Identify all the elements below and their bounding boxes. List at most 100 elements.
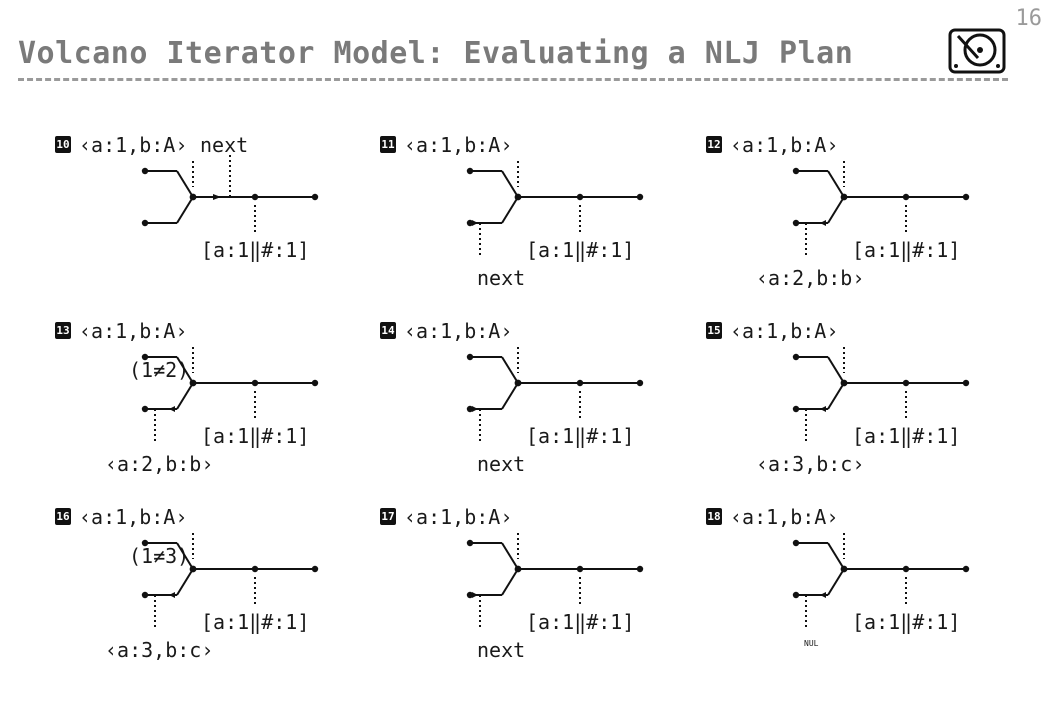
nlj-operator-tree [141, 533, 319, 629]
slide-title: Volcano Iterator Model: Evaluating a NLJ… [18, 36, 854, 71]
outer-scan-node [141, 539, 149, 547]
output-node [576, 379, 584, 387]
outer-input-edge [501, 542, 519, 570]
nlj-operator-tree [466, 161, 644, 257]
outer-scan-node [466, 353, 474, 361]
inner-scan-node [466, 405, 474, 413]
call-arrow [169, 406, 175, 412]
output-node [902, 379, 910, 387]
nlj-operator-tree [792, 533, 970, 629]
outer-scan-node [792, 539, 800, 547]
outer-scan-node [792, 167, 800, 175]
outer-input-edge [827, 170, 845, 198]
call-arrow [472, 220, 478, 226]
outer-scan-node [466, 539, 474, 547]
outer-input-edge [176, 356, 194, 384]
output-node [962, 193, 970, 201]
output-node [636, 565, 644, 573]
call-arrow [169, 592, 175, 598]
hard-disk-icon [948, 28, 1006, 74]
emitted-tuple-label: [a:1‖#:1] [201, 424, 310, 448]
output-node [576, 565, 584, 573]
inner-scan-node [141, 219, 149, 227]
inner-tuple-label: ‹a:2,b:b› [756, 266, 865, 290]
step-number-badge: 11 [380, 136, 396, 153]
outer-input-edge [827, 356, 845, 384]
outer-input-edge [501, 170, 519, 198]
next-call-label: next [200, 133, 249, 157]
inner-input-edge [176, 568, 194, 596]
output-node [251, 379, 259, 387]
nlj-operator-tree [792, 347, 970, 443]
top-tuple-label: ‹a:1,b:A› [79, 133, 188, 157]
output-node [636, 193, 644, 201]
inner-tuple-label: ‹a:3,b:c› [105, 638, 214, 662]
top-tuple-label: ‹a:1,b:A› [79, 505, 188, 529]
output-node [251, 193, 259, 201]
output-node [962, 565, 970, 573]
inner-scan-node [792, 591, 800, 599]
inner-input-edge [501, 196, 519, 224]
outer-input-edge [176, 170, 194, 198]
outer-input-edge [176, 542, 194, 570]
top-tuple-label: ‹a:1,b:A› [730, 319, 839, 343]
inner-input-edge [501, 382, 519, 410]
nlj-operator-tree [466, 533, 644, 629]
outer-input-edge [501, 356, 519, 384]
emitted-tuple-label: [a:1‖#:1] [852, 238, 961, 262]
emitted-tuple-label: [a:1‖#:1] [526, 424, 635, 448]
outer-scan-node [466, 167, 474, 175]
nlj-operator-tree [141, 347, 319, 443]
inner-scan-node [466, 591, 474, 599]
top-tuple-label: ‹a:1,b:A› [404, 505, 513, 529]
join-condition-label: (1≠2) [129, 358, 190, 382]
emitted-tuple-label: [a:1‖#:1] [201, 238, 310, 262]
step-number-badge: 16 [55, 508, 71, 525]
emitted-tuple-label: [a:1‖#:1] [526, 610, 635, 634]
top-tuple-label: ‹a:1,b:A› [730, 133, 839, 157]
inner-scan-node [792, 219, 800, 227]
outer-input-edge [827, 542, 845, 570]
call-arrow [820, 592, 826, 598]
call-arrow [820, 220, 826, 226]
title-divider [18, 78, 1008, 81]
output-node [311, 193, 319, 201]
inner-tuple-label: ‹a:3,b:c› [756, 452, 865, 476]
step-number-badge: 12 [706, 136, 722, 153]
nlj-operator-tree [141, 155, 319, 233]
next-call-label: next [477, 266, 526, 290]
inner-scan-node [141, 591, 149, 599]
inner-tuple-label: ‹a:2,b:b› [105, 452, 214, 476]
inner-input-edge [827, 568, 845, 596]
next-call-label: next [477, 638, 526, 662]
step-number-badge: 17 [380, 508, 396, 525]
emitted-tuple-label: [a:1‖#:1] [852, 610, 961, 634]
output-node [962, 379, 970, 387]
inner-input-edge [827, 382, 845, 410]
inner-scan-node [792, 405, 800, 413]
call-arrow [820, 406, 826, 412]
inner-input-edge [176, 382, 194, 410]
top-tuple-label: ‹a:1,b:A› [79, 319, 188, 343]
output-node [576, 193, 584, 201]
page-number: 16 [1015, 6, 1043, 31]
emitted-tuple-label: [a:1‖#:1] [852, 424, 961, 448]
step-number-badge: 14 [380, 322, 396, 339]
outer-scan-node [141, 353, 149, 361]
output-node [251, 565, 259, 573]
emitted-tuple-label: [a:1‖#:1] [201, 610, 310, 634]
step-number-badge: 13 [55, 322, 71, 339]
call-arrow [472, 592, 478, 598]
nlj-operator-tree [792, 161, 970, 257]
inner-input-edge [827, 196, 845, 224]
nlj-operator-tree [466, 347, 644, 443]
next-call-label: next [477, 452, 526, 476]
output-node [902, 565, 910, 573]
inner-scan-node [466, 219, 474, 227]
emitted-tuple-label: [a:1‖#:1] [526, 238, 635, 262]
output-node [902, 193, 910, 201]
output-node [636, 379, 644, 387]
call-arrow [472, 406, 478, 412]
null-result-label: NUL [804, 639, 819, 648]
